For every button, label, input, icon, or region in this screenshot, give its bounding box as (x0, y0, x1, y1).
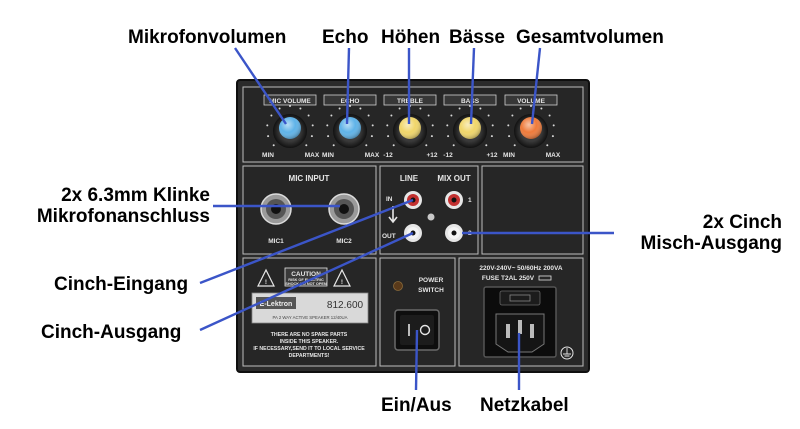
annotation-master-volume: Gesamtvolumen (516, 27, 664, 48)
mix-out-2-rca (445, 224, 463, 242)
svg-text:!: ! (341, 279, 343, 286)
mix-out-label: MIX OUT (437, 174, 470, 183)
fuse-holder (499, 290, 541, 306)
annotation-cinch-mix: 2x Cinch Misch-Ausgang (614, 212, 782, 255)
bass-label: BASS (461, 98, 480, 105)
annotation-mic-volume: Mikrofonvolumen (128, 27, 287, 48)
svg-text:!: ! (265, 279, 267, 286)
svg-text:THERE ARE NO SPARE PARTS: THERE ARE NO SPARE PARTS (271, 332, 348, 338)
mic2-jack (328, 193, 360, 225)
mic1-label: MIC1 (268, 238, 284, 245)
line-in-label: IN (386, 196, 393, 203)
mic-volume-max-label: MAX (305, 152, 320, 159)
mix-1-label: 1 (468, 197, 472, 204)
warning-icon (257, 268, 275, 287)
echo-min-label: MIN (322, 152, 334, 159)
power-led (393, 281, 403, 291)
mic1-jack (260, 193, 292, 225)
annotation-echo: Echo (322, 27, 369, 48)
voltage-label: 220V-240V~ 50/60Hz 200VA (479, 265, 562, 272)
svg-text:DEPARTMENTS!: DEPARTMENTS! (289, 353, 330, 359)
warning-icon (333, 268, 351, 287)
annotation-mains: Netzkabel (480, 395, 569, 416)
fuse-label: FUSE T2AL 250V (482, 275, 535, 282)
ground-icon (560, 346, 574, 360)
power-label-1: POWER (419, 277, 444, 284)
annotation-mic-jacks-line2: Mikrofonanschluss (36, 205, 210, 227)
mic-input-label: MIC INPUT (289, 174, 330, 183)
annotation-power: Ein/Aus (381, 395, 452, 416)
annotation-cinch-mix-line2: Misch-Ausgang (640, 232, 782, 254)
svg-text:SHOCK DO NOT OPEN: SHOCK DO NOT OPEN (285, 282, 327, 286)
annotation-bass: Bässe (449, 27, 505, 48)
annotation-cinch-in: Cinch-Eingang (54, 274, 189, 295)
annotation-cinch-mix-line1: 2x Cinch (702, 212, 782, 233)
mic-volume-label: MIC VOLUME (269, 98, 311, 105)
volume-label: VOLUME (517, 98, 545, 105)
treble-label: TREBLE (397, 98, 424, 105)
treble-max-label: +12 (426, 152, 437, 159)
brand-logo: E-Lektron (260, 301, 293, 308)
model-subtitle: PA 2 WAY ACTIVE SPEAKER 12/40UA (272, 315, 347, 320)
echo-max-label: MAX (365, 152, 380, 159)
bass-knob[interactable]: BASS -12 +12 (443, 94, 498, 159)
annotation-cinch-out: Cinch-Ausgang (41, 322, 182, 343)
mic2-label: MIC2 (336, 238, 352, 245)
volume-max-label: MAX (546, 152, 561, 159)
mic-volume-knob[interactable]: MIC VOLUME MIN MAX (262, 94, 320, 159)
echo-knob[interactable]: ECHO MIN MAX (322, 94, 380, 159)
mix-out-1-rca (445, 191, 463, 209)
svg-text:RISK OF ELECTRIC: RISK OF ELECTRIC (288, 278, 324, 282)
blank-section (481, 165, 584, 255)
annotation-mic-jacks: 2x 6.3mm Klinke Mikrofonanschluss (18, 185, 210, 228)
line-label: LINE (400, 174, 419, 183)
echo-label: ECHO (341, 98, 360, 105)
volume-min-label: MIN (503, 152, 515, 159)
svg-text:INSIDE THIS SPEAKER.: INSIDE THIS SPEAKER. (280, 339, 339, 345)
callout-lines (199, 47, 614, 391)
svg-text:IF NECESSARY,SEND IT TO LOCAL: IF NECESSARY,SEND IT TO LOCAL SERVICE (253, 346, 365, 352)
model-number: 812.600 (327, 300, 364, 311)
annotation-mic-jacks-line1: 2x 6.3mm Klinke (61, 185, 210, 206)
screw (427, 213, 435, 221)
volume-knob[interactable]: VOLUME MIN MAX (503, 94, 561, 159)
line-out-label: OUT (382, 233, 396, 240)
mic-volume-min-label: MIN (262, 152, 274, 159)
annotation-treble: Höhen (381, 27, 441, 48)
treble-min-label: -12 (383, 152, 393, 159)
bass-max-label: +12 (486, 152, 497, 159)
caution-label: CAUTION (291, 271, 321, 278)
bass-min-label: -12 (443, 152, 453, 159)
power-label-2: SWITCH (418, 287, 444, 294)
